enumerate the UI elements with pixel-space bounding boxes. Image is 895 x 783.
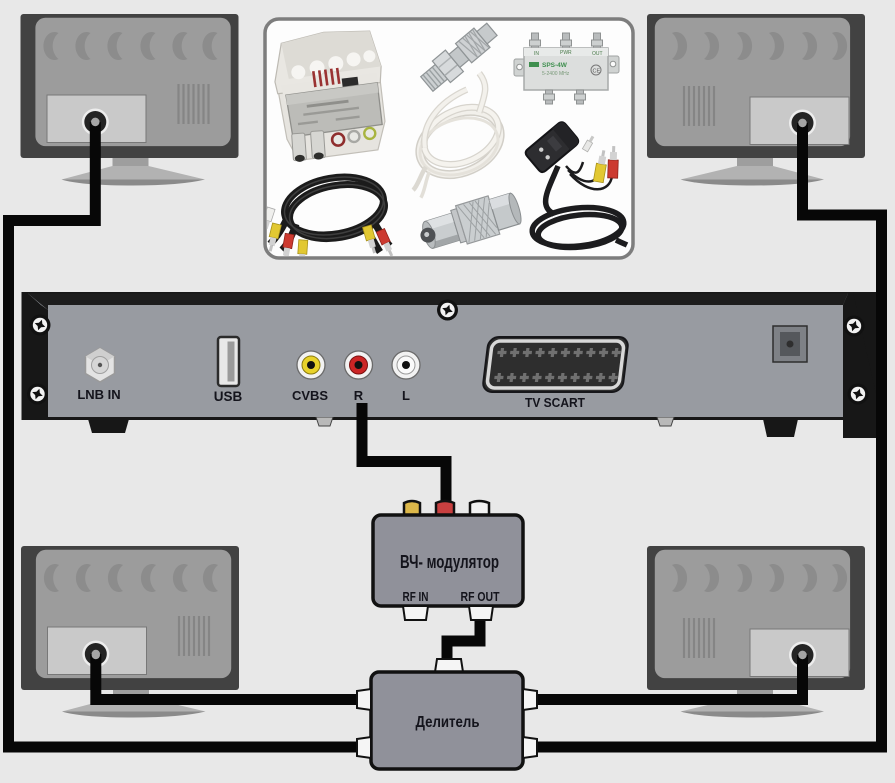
svg-text:5-2400 MHz: 5-2400 MHz [542,71,570,77]
svg-text:Делитель: Делитель [416,714,480,731]
svg-text:OUT: OUT [592,51,603,57]
svg-text:CVBS: CVBS [292,388,328,403]
svg-text:R: R [354,388,364,403]
svg-text:RF OUT: RF OUT [461,589,500,604]
svg-text:TV SCART: TV SCART [525,395,585,410]
svg-text:CE: CE [593,69,601,75]
svg-text:ВЧ- модулятор: ВЧ- модулятор [400,552,499,572]
svg-text:SPS-4W: SPS-4W [542,62,568,69]
svg-text:PWR: PWR [560,50,572,56]
svg-text:LNB IN: LNB IN [77,387,120,402]
svg-text:IN: IN [534,51,539,57]
svg-text:RF IN: RF IN [403,589,429,604]
svg-text:L: L [402,388,410,403]
svg-text:USB: USB [214,389,243,404]
